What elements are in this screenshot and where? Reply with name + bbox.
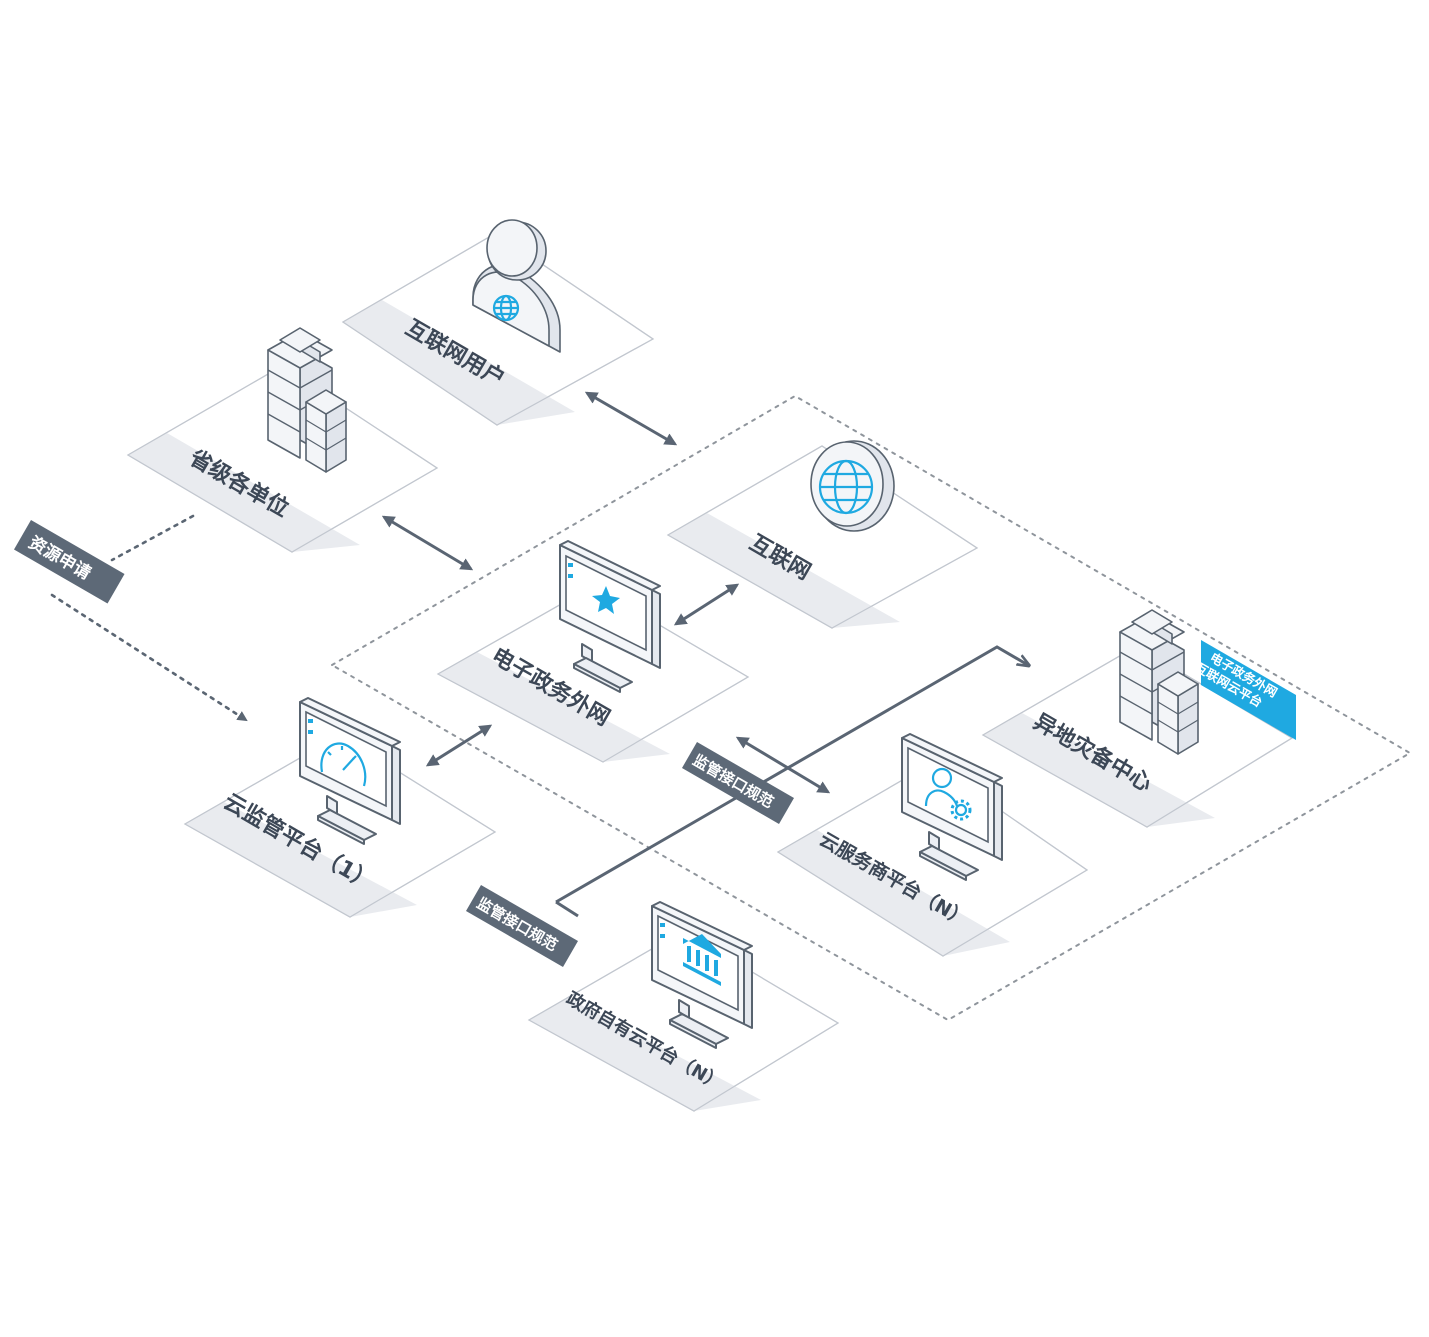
bank-monitor-icon [651,901,753,1049]
tag-resource-request: 资源申请 [14,520,125,604]
egov-cloud-region-boundary [330,394,1412,1022]
monitoring-interface-line [555,645,1028,904]
monitoring-interface-line-bottom-hook [555,900,579,918]
arrow-egov-internet [673,583,740,626]
speedometer-monitor-icon [299,697,401,845]
resource-request-path [110,514,195,562]
tag-monitor-spec-1: 监管接口规范 [682,742,794,824]
arrow-egov-provider [735,736,831,794]
arrow-units-egov [381,515,474,571]
platform-offsite-dr [981,645,1294,828]
platform-internet-user [341,232,655,426]
star-monitor-icon [559,540,661,693]
arrow-user-internet [584,391,678,446]
platform-provincial-units [126,365,439,553]
arrow-supervision-egov [425,724,493,767]
resource-request-path-2 [50,593,248,722]
globe-user-icon [472,219,561,353]
office-buildings-icon [267,327,347,473]
globe-icon [810,440,895,532]
office-buildings-icon-dr [1119,609,1199,755]
user-settings-monitor-icon [901,733,1003,881]
platform-internet [666,445,979,629]
